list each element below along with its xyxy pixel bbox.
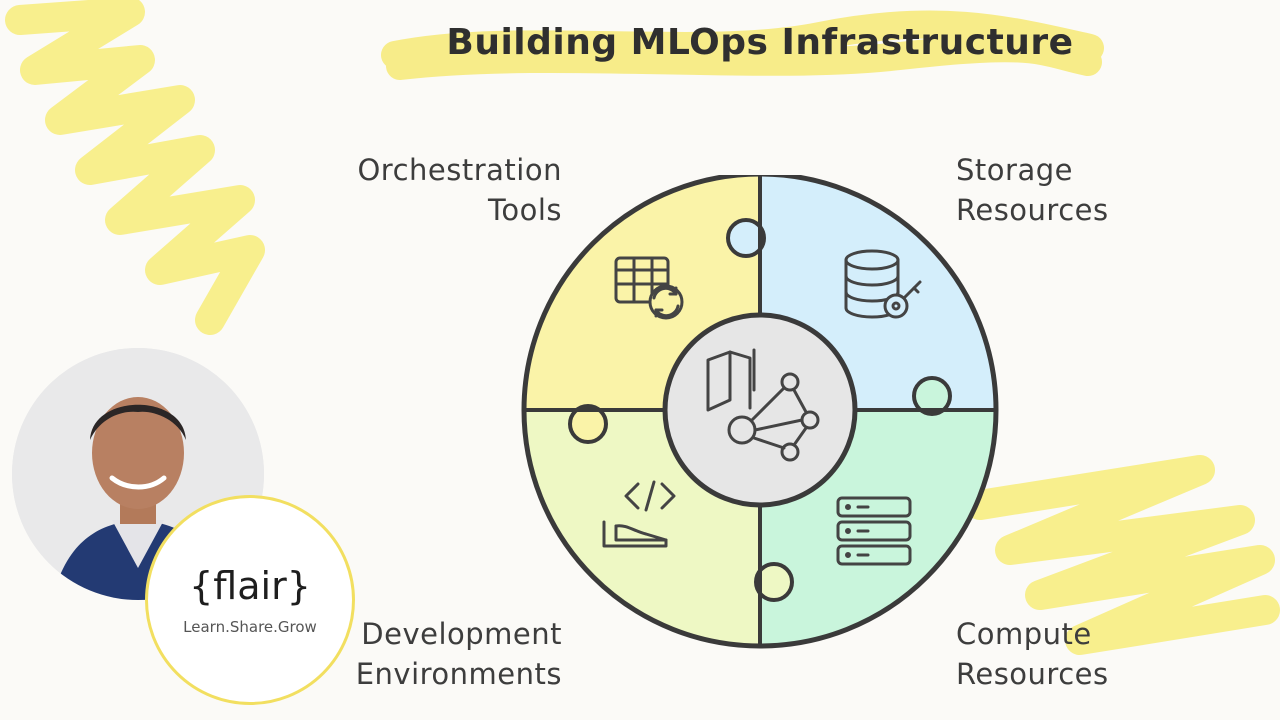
label-orchestration-tools: Orchestration Tools xyxy=(300,150,562,230)
label-line: Development xyxy=(361,617,562,651)
top-left-scribble xyxy=(5,0,265,335)
puzzle-tab xyxy=(754,562,794,602)
server-stack-icon xyxy=(836,496,912,566)
page-title: Building MLOps Infrastructure xyxy=(446,22,1074,63)
puzzle-tab xyxy=(912,376,952,416)
database-key-icon xyxy=(844,249,922,319)
table-refresh-icon xyxy=(614,256,684,320)
book-network-icon xyxy=(706,348,820,462)
label-line: Tools xyxy=(488,193,562,227)
puzzle-tab xyxy=(568,404,608,444)
label-line: Environments xyxy=(355,657,562,691)
brand-name: {flair} xyxy=(189,564,311,608)
label-line: Resources xyxy=(956,657,1109,691)
brand-badge: {flair} Learn.Share.Grow xyxy=(145,495,355,705)
label-development-environments: Development Environments xyxy=(300,614,562,694)
label-line: Compute xyxy=(956,617,1092,651)
label-line: Storage xyxy=(956,153,1073,187)
brand-tagline: Learn.Share.Grow xyxy=(183,618,317,636)
puzzle-tab xyxy=(726,218,766,258)
code-laptop-icon xyxy=(602,480,676,548)
label-line: Resources xyxy=(956,193,1109,227)
outer-ring xyxy=(521,175,999,649)
puzzle-wheel-diagram xyxy=(521,175,999,649)
title-highlight-scribble xyxy=(381,10,1104,80)
label-compute-resources: Compute Resources xyxy=(956,614,1256,694)
label-storage-resources: Storage Resources xyxy=(956,150,1256,230)
bottom-right-scribble xyxy=(965,455,1280,655)
label-line: Orchestration xyxy=(357,153,562,187)
